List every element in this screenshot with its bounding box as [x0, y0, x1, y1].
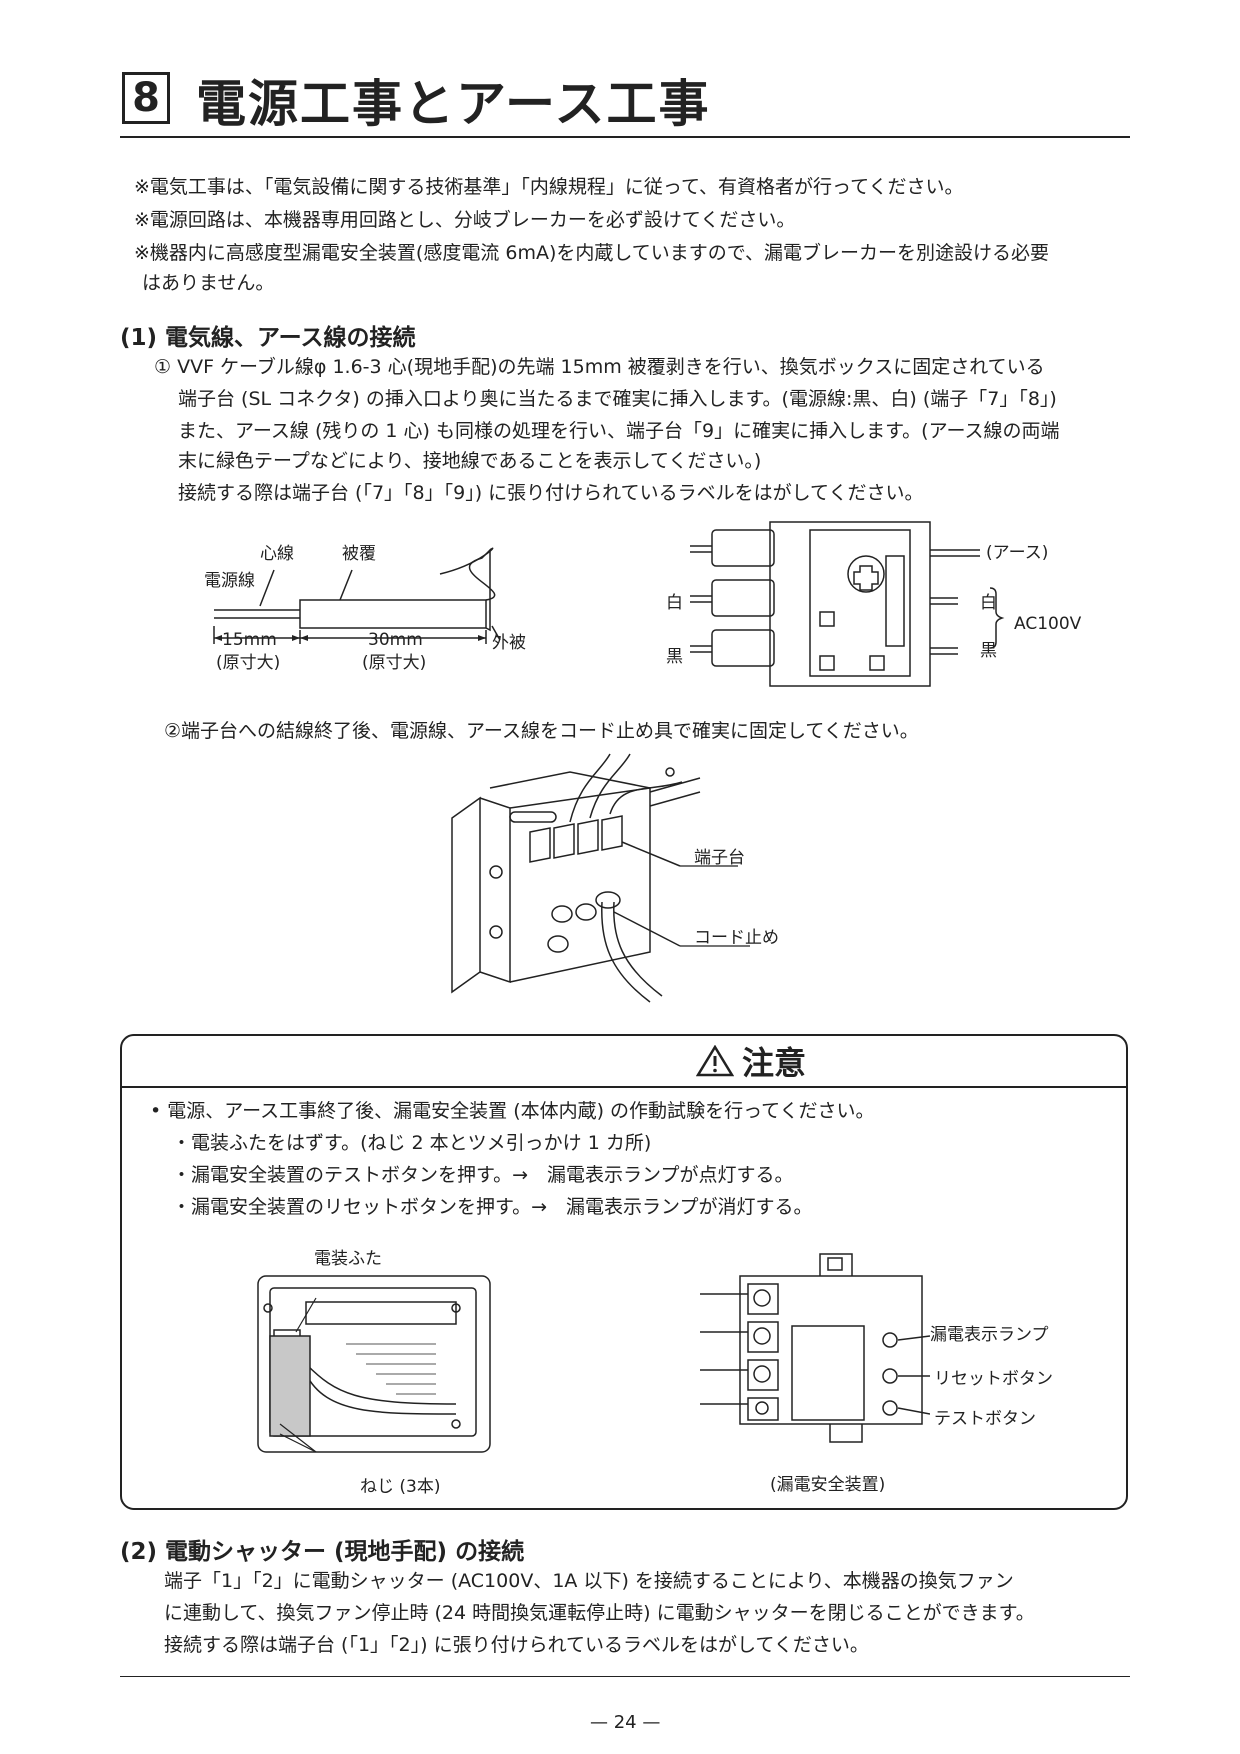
caution-item-main: • 電源、アース工事終了後、漏電安全装置 (本体内蔵) の作動試験を行ってくださ… [150, 1100, 875, 1122]
note-2: ※電源回路は、本機器専用回路とし、分岐ブレーカーを必ず設けてください。 [134, 209, 796, 231]
label-cord-clamp: コード止め [694, 928, 779, 948]
label-sheath: 外被 [492, 633, 526, 653]
label-dim-15mm-note: (原寸大) [216, 653, 281, 673]
label-leak-lamp: 漏電表示ランプ [930, 1325, 1049, 1345]
caution-box: 注意 [120, 1034, 1128, 1510]
section-1-para-5: 接続する際は端子台 (「7」「8」「9」) に張り付けられているラベルをはがして… [178, 482, 924, 504]
label-screws: ねじ (3本) [360, 1477, 441, 1497]
section-2-para-2: に連動して、換気ファン停止時 (24 時間換気運転停止時) に電動シャッターを閉… [164, 1602, 1035, 1624]
label-electrical-cover: 電装ふた [314, 1249, 382, 1269]
label-ac100v: AC100V [1014, 614, 1082, 634]
page-title: 電源工事とアース工事 [196, 75, 711, 133]
title-rule [120, 136, 1130, 138]
footer-rule [120, 1676, 1130, 1677]
section-1-heading: (1) 電気線、アース線の接続 [120, 325, 416, 351]
section-number-box: 8 [122, 72, 170, 124]
electrical-cover-diagram [257, 1275, 491, 1453]
leakage-device-diagram [700, 1253, 930, 1443]
caution-header: 注意 [122, 1036, 1126, 1088]
note-3-cont: はありません。 [142, 272, 275, 294]
section-2-para-1: 端子「1」「2」に電動シャッター (AC100V、1A 以下) を接続することに… [164, 1570, 1014, 1592]
section-1-para-3: また、アース線 (残りの 1 心) も同様の処理を行い、端子台「9」に確実に挿入… [178, 420, 1060, 442]
label-core-wire: 心線 [260, 544, 294, 564]
section-2-para-3: 接続する際は端子台 (「1」「2」) に張り付けられているラベルをはがしてくださ… [164, 1634, 869, 1656]
section-1-para-2: 端子台 (SL コネクタ) の挿入口より奥に当たるまで確実に挿入します。(電源線… [178, 388, 1057, 410]
section-1-step-2: ②端子台への結線終了後、電源線、アース線をコード止め具で確実に固定してください。 [164, 720, 919, 742]
label-white-left: 白 [666, 593, 683, 613]
section-1-para-4: 末に緑色テープなどにより、接地線であることを表示してください。) [178, 450, 762, 472]
label-test-button: テストボタン [934, 1409, 1036, 1429]
caution-title: 注意 [742, 1044, 807, 1082]
note-3: ※機器内に高感度型漏電安全装置(感度電流 6mA)を内蔵していますので、漏電ブレ… [134, 242, 1050, 264]
caution-item-3: ・漏電安全装置のリセットボタンを押す。→ 漏電表示ランプが消灯する。 [172, 1196, 813, 1218]
label-black-right: 黒 [980, 641, 997, 661]
section-1-para-1: ① VVF ケーブル線φ 1.6-3 心(現地手配)の先端 15mm 被覆剥きを… [154, 356, 1045, 378]
label-power-wire: 電源線 [204, 571, 255, 591]
caution-item-2: ・漏電安全装置のテストボタンを押す。→ 漏電表示ランプが点灯する。 [172, 1164, 794, 1186]
label-insulation: 被覆 [342, 544, 376, 564]
caution-item-1: ・電装ふたをはずす。(ねじ 2 本とツメ引っかけ 1 カ所) [172, 1132, 652, 1154]
note-1: ※電気工事は、「電気設備に関する技術基準」「内線規程」に従って、有資格者が行って… [134, 176, 964, 198]
label-leak-device: (漏電安全装置) [770, 1475, 886, 1495]
label-white-right: 白 [980, 593, 997, 613]
label-dim-30mm-note: (原寸大) [362, 653, 427, 673]
section-2-heading: (2) 電動シャッター (現地手配) の接続 [120, 1539, 525, 1565]
terminal-install-diagram [451, 753, 750, 1003]
label-black-left: 黒 [666, 647, 683, 667]
cable-strip-diagram [213, 547, 501, 644]
terminal-block-diagram [690, 521, 1005, 687]
warning-triangle-icon [696, 1045, 734, 1077]
label-reset-button: リセットボタン [934, 1369, 1053, 1389]
label-terminal-block: 端子台 [694, 848, 745, 868]
label-earth: (アース) [986, 543, 1049, 563]
label-dim-30mm: 30mm [368, 630, 423, 650]
label-dim-15mm: 15mm [222, 630, 277, 650]
page-number: — 24 — [590, 1712, 661, 1733]
